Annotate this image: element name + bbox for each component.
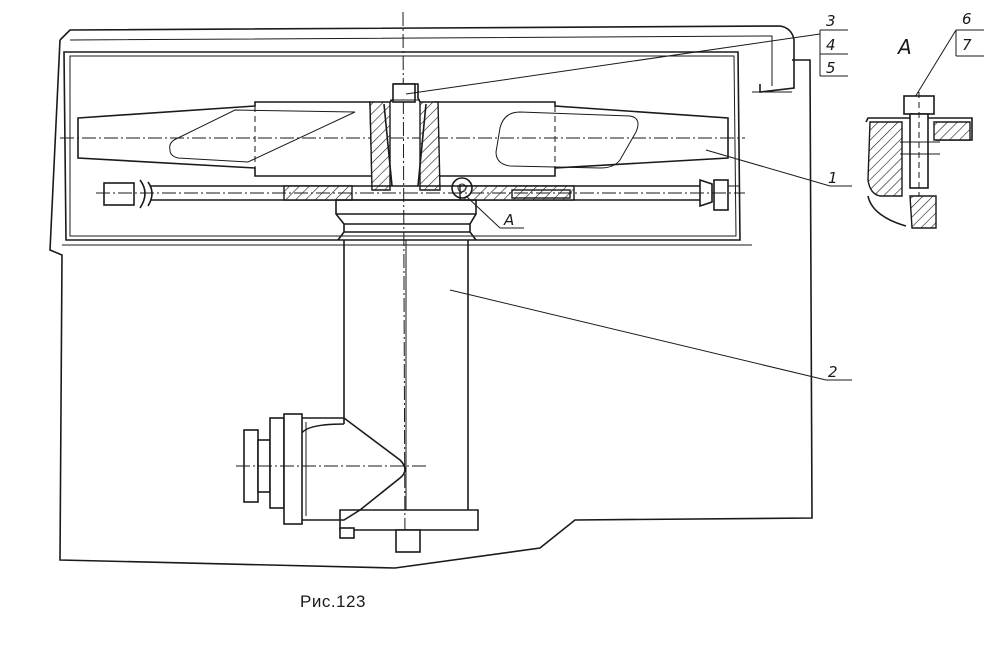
side-flange (236, 413, 428, 525)
detail-view-a (865, 29, 984, 229)
inner-chamber (62, 51, 752, 246)
callout-5: 5 (826, 59, 836, 77)
callout-1: 1 (828, 169, 838, 187)
column-body (299, 199, 479, 553)
callout-6: 6 (962, 10, 972, 28)
callout-2: 2 (828, 363, 838, 381)
hub-shaft (369, 83, 441, 191)
callout-3: 3 (826, 12, 836, 30)
drive-rod (96, 178, 745, 211)
blade-assembly (60, 101, 745, 177)
detail-a-marker (451, 177, 524, 229)
outer-housing (49, 25, 813, 569)
callout-4: 4 (826, 36, 836, 54)
view-label-a: A (896, 35, 912, 59)
callout-7: 7 (962, 36, 972, 54)
callout-leaders (405, 29, 852, 381)
section-marker-a: A (503, 211, 514, 229)
figure-caption: Рис.123 (300, 592, 366, 611)
